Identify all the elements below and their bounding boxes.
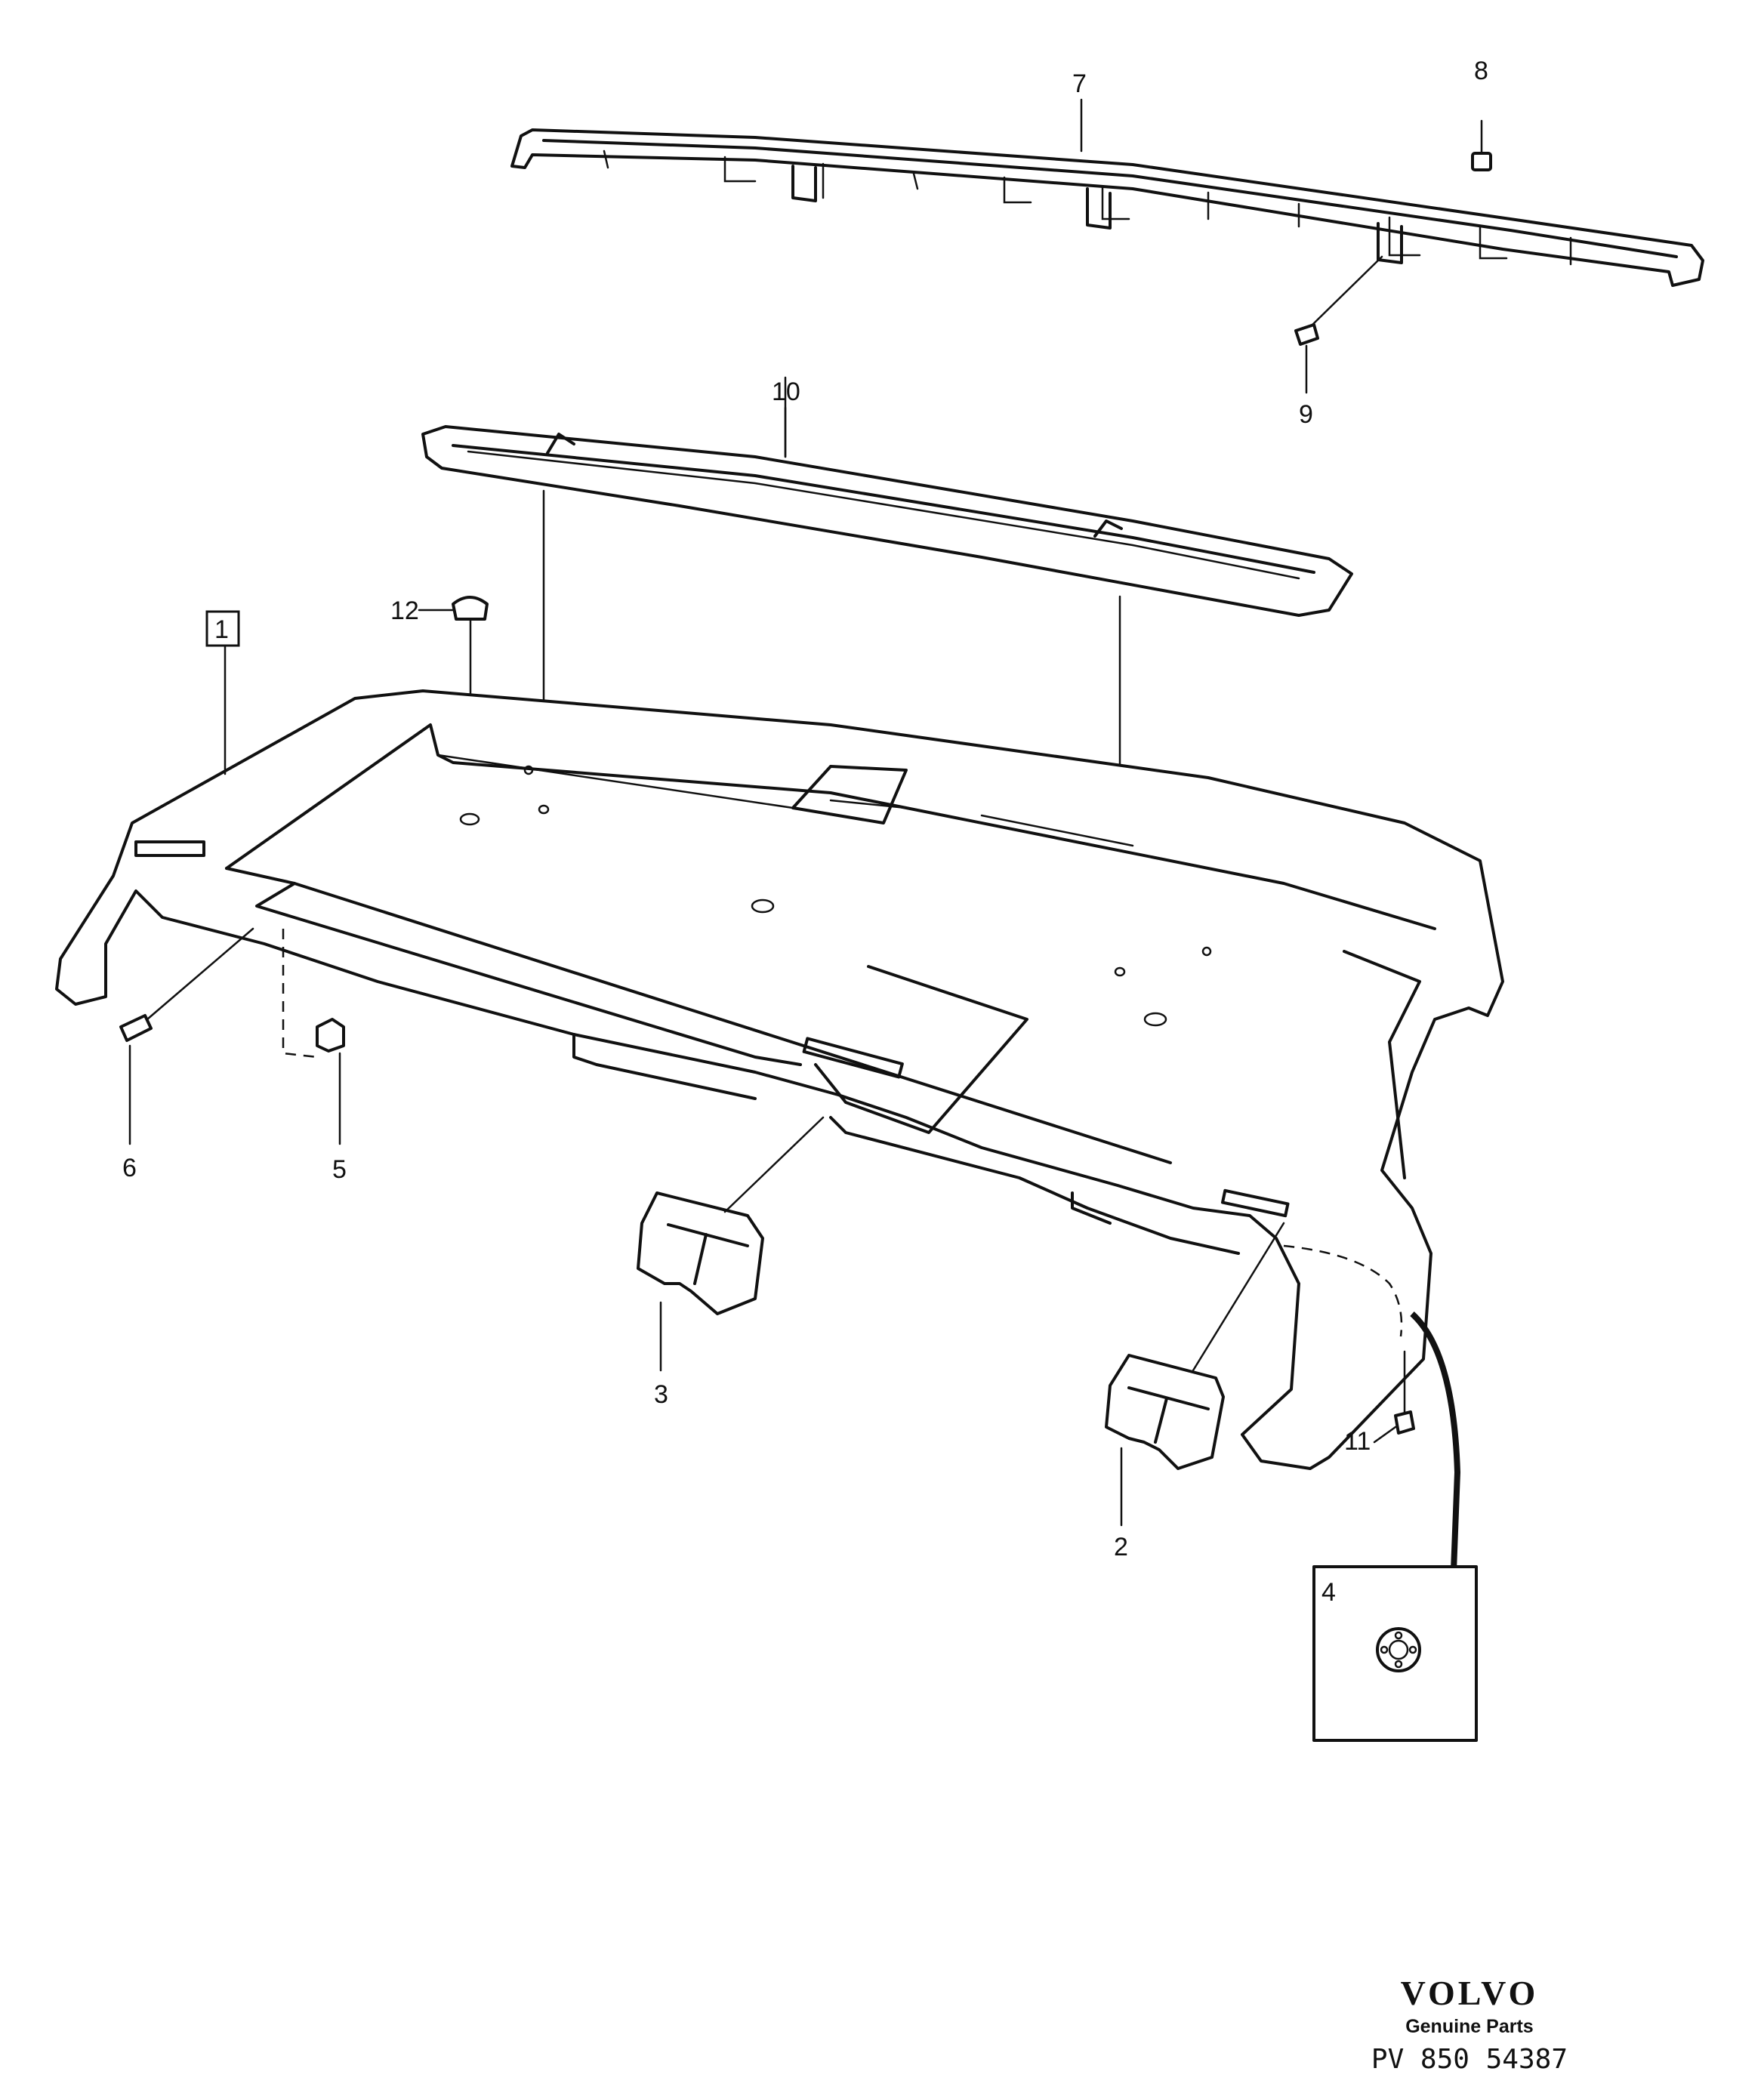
shelf-part-1 bbox=[55, 689, 1504, 1470]
callout-9: 9 bbox=[1299, 400, 1313, 429]
label-box-part-1 bbox=[205, 610, 240, 647]
clip-part-2 bbox=[1105, 1222, 1285, 1527]
connector-box-part-4 bbox=[1312, 1565, 1478, 1742]
callout-2: 2 bbox=[1114, 1533, 1128, 1561]
lightbar-part-10 bbox=[421, 376, 1353, 972]
callout-3: 3 bbox=[654, 1380, 668, 1409]
callout-8: 8 bbox=[1474, 57, 1488, 85]
rail-part-7 bbox=[510, 128, 1704, 287]
callout-10: 10 bbox=[772, 378, 800, 406]
plug-part-12 bbox=[418, 596, 489, 821]
callout-1: 1 bbox=[214, 615, 229, 644]
screw-part-11 bbox=[1373, 1350, 1415, 1444]
callout-12: 12 bbox=[390, 596, 419, 625]
callout-5: 5 bbox=[332, 1155, 347, 1184]
diagram-code: PV 850 54387 bbox=[1371, 2044, 1568, 2075]
cable bbox=[1410, 1312, 1461, 1571]
callout-4: 4 bbox=[1321, 1578, 1336, 1607]
brand-block: VOLVO Genuine Parts PV 850 54387 bbox=[1371, 1973, 1568, 2075]
callout-11: 11 bbox=[1344, 1427, 1371, 1456]
volvo-logo: VOLVO bbox=[1400, 1974, 1539, 2012]
clip-part-3 bbox=[637, 1116, 825, 1372]
screw-part-6 bbox=[119, 927, 254, 1145]
callout-7: 7 bbox=[1072, 69, 1087, 98]
brand-tagline: Genuine Parts bbox=[1405, 2016, 1534, 2037]
clip-part-8 bbox=[1471, 119, 1492, 171]
callout-6: 6 bbox=[122, 1154, 137, 1182]
screw-part-9 bbox=[1294, 255, 1383, 394]
nut-part-5 bbox=[282, 929, 345, 1145]
